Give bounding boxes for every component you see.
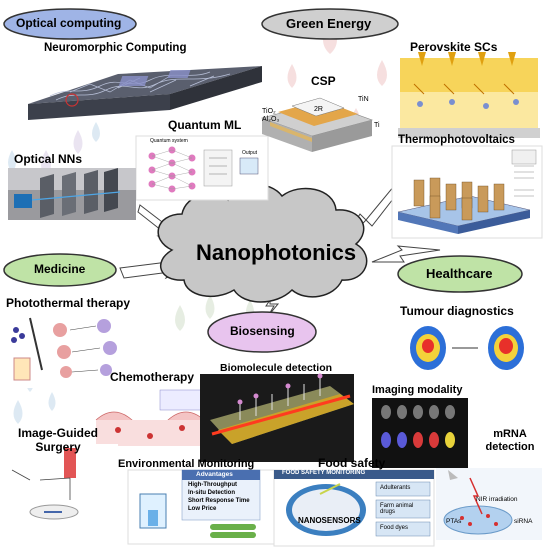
item-quantum-ml: Quantum ML [168, 118, 242, 132]
center-label: Nanophotonics [196, 240, 357, 265]
csp-ti-label: Ti [374, 122, 380, 129]
pill-medicine [3, 253, 117, 287]
label-green-energy: Green Energy [286, 16, 372, 31]
food-monitoring-banner: FOOD SAFETY MONITORING [282, 470, 366, 476]
image-guided-surgery-image [8, 444, 118, 536]
item-tumour: Tumour diagnostics [400, 304, 514, 318]
food-dyes: Food dyes [380, 525, 409, 531]
food-safety-image [273, 469, 435, 547]
pill-optical-computing [3, 8, 137, 40]
item-neuromorphic: Neuromorphic Computing [44, 42, 187, 54]
csp-tio2-label: TiO₂ [262, 108, 276, 115]
env-adv-line-4: Low Price [188, 506, 217, 512]
item-image-guided: Image-Guided Surgery [17, 426, 98, 454]
quantum-ml-image [135, 135, 269, 201]
label-biosensing: Biosensing [230, 324, 295, 338]
env-adv-line-1: High-Throughput [188, 482, 237, 488]
tumour-diagnostics-image [400, 322, 544, 374]
food-adulterants: Adulterants [380, 485, 411, 491]
csp-image [260, 97, 374, 152]
env-adv-line-2: In-situ Detection [188, 490, 236, 496]
item-food-safety: Food safety [318, 456, 386, 470]
item-thermophotovoltaics: Thermophotovoltaics [398, 134, 515, 146]
item-env-monitoring: Environmental Monitoring [118, 458, 255, 470]
neuromorphic-chip-image [28, 66, 262, 120]
perovskite-image [398, 52, 540, 138]
csp-tin-label: TiN [358, 96, 369, 103]
label-medicine: Medicine [34, 262, 86, 276]
label-healthcare: Healthcare [426, 266, 493, 281]
environmental-monitoring-image [127, 469, 275, 545]
biomolecule-detection-image [200, 373, 354, 462]
food-nanosensors-label: NANOSENSORS [298, 516, 361, 525]
pill-green-energy [261, 8, 399, 40]
item-optical-nns: Optical NNs [14, 152, 83, 166]
mrna-nir-label: NIR irradiation [476, 496, 518, 503]
optical-nns-image [8, 168, 136, 220]
pill-biosensing [207, 311, 317, 353]
item-photothermal: Photothermal therapy [6, 296, 131, 310]
food-farm-drugs: Farm animal drugs [380, 503, 414, 515]
item-biomolecule: Biomolecule detection [220, 362, 333, 374]
item-perovskite: Perovskite SCs [410, 40, 498, 54]
item-imaging: Imaging modality [372, 384, 463, 396]
env-advantages-title: Advantages [196, 471, 233, 478]
pill-healthcare [397, 255, 523, 293]
imaging-modality-image [372, 398, 468, 468]
csp-2r-label: 2R [314, 106, 323, 113]
photothermal-image [4, 310, 126, 388]
label-optical-computing: Optical computing [16, 16, 122, 30]
thermophotovoltaics-image [391, 145, 543, 239]
mrna-ptas-label: PTAs [446, 518, 462, 525]
mrna-detection-image [436, 468, 542, 540]
item-csp: CSP [311, 74, 336, 88]
mrna-sirna-label: siRNA [514, 518, 533, 525]
qml-output-label: Output [242, 150, 258, 156]
qml-system-label: Quantum system [150, 138, 188, 144]
csp-al2o3-label: Al₂O₃ [262, 116, 280, 123]
item-chemotherapy: Chemotherapy [110, 370, 195, 384]
item-mrna: mRNA detection [485, 428, 535, 453]
env-adv-line-3: Short Response Time [188, 498, 250, 504]
